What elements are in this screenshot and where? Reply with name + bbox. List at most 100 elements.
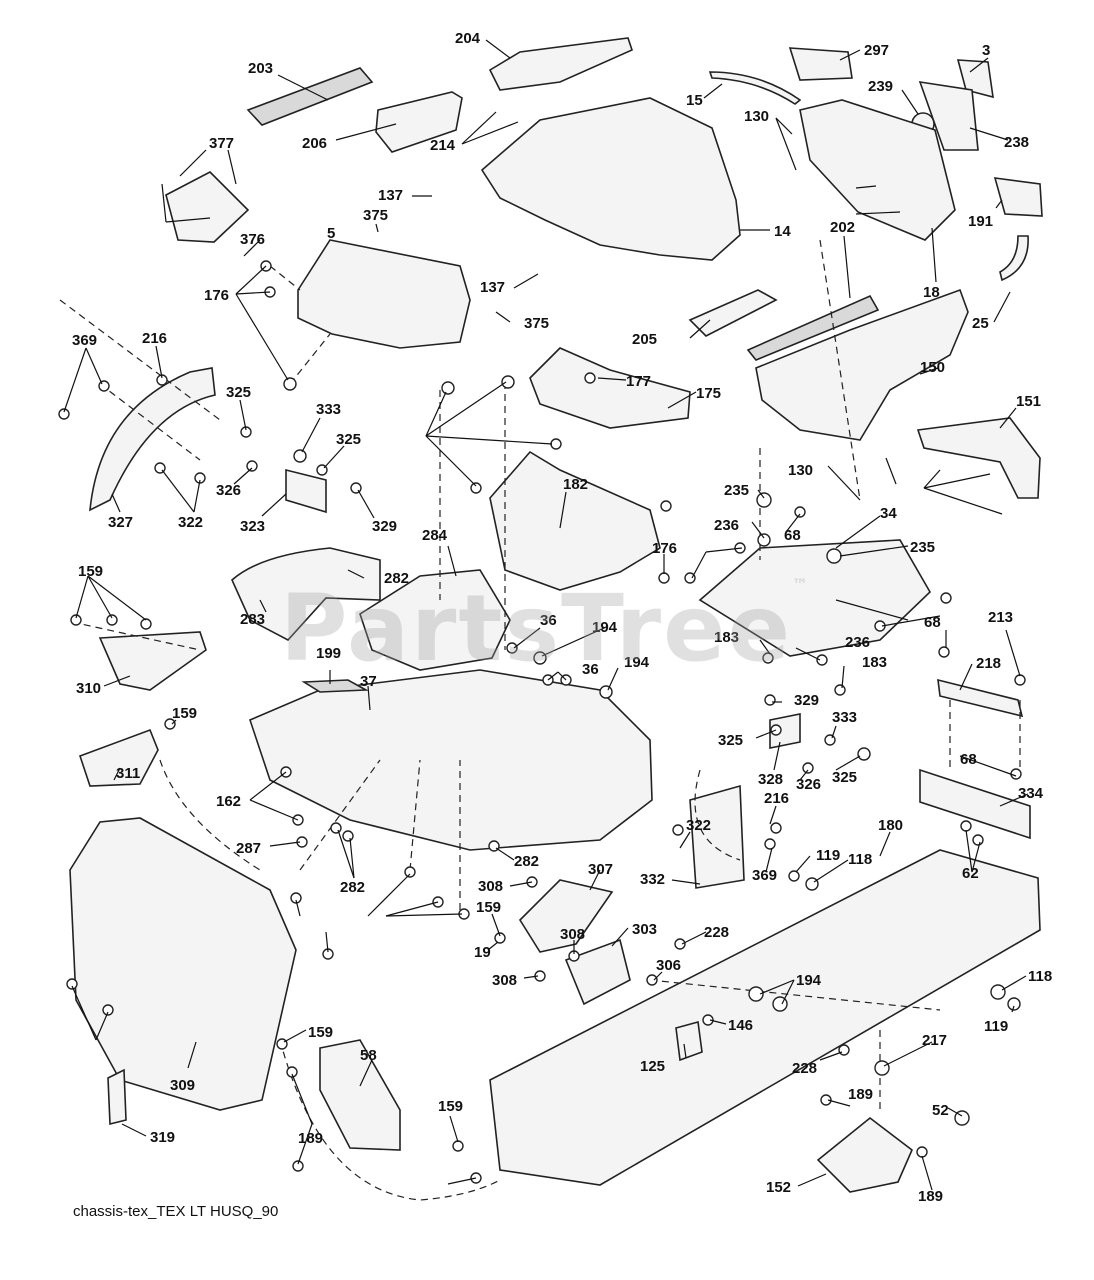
bolt-icon (1010, 768, 1022, 780)
callout-34: 34 (880, 505, 897, 522)
callout-329-a: 329 (372, 518, 397, 535)
callout-177: 177 (626, 373, 651, 390)
callout-239: 239 (868, 78, 893, 95)
bolt-icon (599, 685, 613, 699)
callout-323: 323 (240, 518, 265, 535)
callout-118-b: 118 (1028, 968, 1052, 985)
part-180-frame (489, 849, 1041, 1186)
bolt-icon (140, 618, 152, 630)
callout-236-b: 236 (845, 634, 870, 651)
part-152-skid (816, 1116, 913, 1193)
callout-326-b: 326 (796, 776, 821, 793)
bolt-icon (684, 572, 696, 584)
part-238-panel (918, 81, 979, 151)
part-205-piece (688, 289, 778, 337)
callout-376: 376 (240, 231, 265, 248)
callout-369-b: 369 (752, 867, 777, 884)
callout-68-a: 68 (784, 527, 801, 544)
callout-297: 297 (864, 42, 889, 59)
part-307-plate (518, 879, 614, 953)
bolt-icon (757, 533, 771, 547)
callout-319: 319 (150, 1129, 175, 1146)
callout-36-b: 36 (582, 661, 599, 678)
bolt-icon (404, 866, 416, 878)
callout-328: 328 (758, 771, 783, 788)
bolt-icon (70, 614, 82, 626)
part-14-hood (480, 97, 741, 261)
part-334-bracket (919, 768, 1031, 840)
bolt-icon (990, 984, 1006, 1000)
bolt-icon (794, 506, 806, 518)
callout-36-a: 36 (540, 612, 557, 629)
leader-lines (63, 39, 1029, 1191)
callout-3: 3 (982, 42, 990, 59)
part-5-dash-panel (297, 239, 471, 349)
callout-282-a: 282 (384, 570, 409, 587)
part-203-strip (246, 67, 374, 126)
callout-308-a: 308 (478, 878, 503, 895)
callout-183-b: 183 (862, 654, 887, 671)
bolt-icon (764, 838, 776, 850)
callout-322-a: 322 (178, 514, 203, 531)
callout-282-c: 282 (340, 879, 365, 896)
callout-159-c: 159 (476, 899, 501, 916)
bolt-icon (874, 1060, 890, 1076)
part-204-vent-cover (488, 37, 633, 91)
bolt-icon (494, 932, 506, 944)
part-191-cap (993, 177, 1043, 217)
bolt-icon (834, 684, 846, 696)
bolt-icon (330, 822, 342, 834)
bolt-icon (838, 1044, 850, 1056)
callout-159-e: 159 (438, 1098, 463, 1115)
callout-329-b: 329 (794, 692, 819, 709)
bolt-icon (452, 1140, 464, 1152)
callout-235-a: 235 (724, 482, 749, 499)
callout-52: 52 (932, 1102, 949, 1119)
callout-203: 203 (248, 60, 273, 77)
callout-183-a: 183 (714, 629, 739, 646)
callout-189-a: 189 (848, 1086, 873, 1103)
callout-68-b: 68 (924, 614, 941, 631)
bolt-icon (441, 381, 455, 395)
part-199-decal (301, 679, 369, 693)
callout-18: 18 (923, 284, 940, 301)
part-309-front-grille (69, 817, 297, 1111)
callout-205: 205 (632, 331, 657, 348)
callout-58: 58 (360, 1047, 377, 1064)
bolt-icon (857, 747, 871, 761)
callout-19: 19 (474, 944, 491, 961)
callout-199: 199 (316, 645, 341, 662)
bolt-icon (702, 1014, 714, 1026)
bolt-icon (824, 734, 836, 746)
bolt-icon (164, 718, 176, 730)
callout-309: 309 (170, 1077, 195, 1094)
part-202-vent-strip (746, 294, 880, 361)
callout-202: 202 (830, 219, 855, 236)
callout-159-d: 159 (308, 1024, 333, 1041)
bolt-icon (940, 592, 952, 604)
callout-308-c: 308 (492, 972, 517, 989)
bolt-icon (58, 408, 70, 420)
bolt-icon (470, 482, 482, 494)
callout-326-a: 326 (216, 482, 241, 499)
bolt-icon (916, 1146, 928, 1158)
callout-333-a: 333 (316, 401, 341, 418)
callout-214: 214 (430, 137, 456, 154)
callout-159-b: 159 (172, 705, 197, 722)
bolt-icon (805, 877, 819, 891)
bolt-icon (98, 380, 110, 392)
part-25-clip (999, 235, 1029, 282)
part-206-louver (375, 91, 463, 153)
callout-37: 37 (360, 673, 377, 690)
callout-194-b: 194 (624, 654, 650, 671)
callout-182: 182 (563, 476, 588, 493)
bolt-icon (106, 614, 118, 626)
callout-325-c: 325 (718, 732, 743, 749)
callout-332: 332 (640, 871, 665, 888)
callout-125: 125 (640, 1058, 665, 1075)
callout-189-c: 189 (918, 1188, 943, 1205)
callout-14: 14 (774, 223, 791, 240)
callout-325-d: 325 (832, 769, 857, 786)
callout-137-a: 137 (378, 187, 403, 204)
bolt-icon (646, 974, 658, 986)
